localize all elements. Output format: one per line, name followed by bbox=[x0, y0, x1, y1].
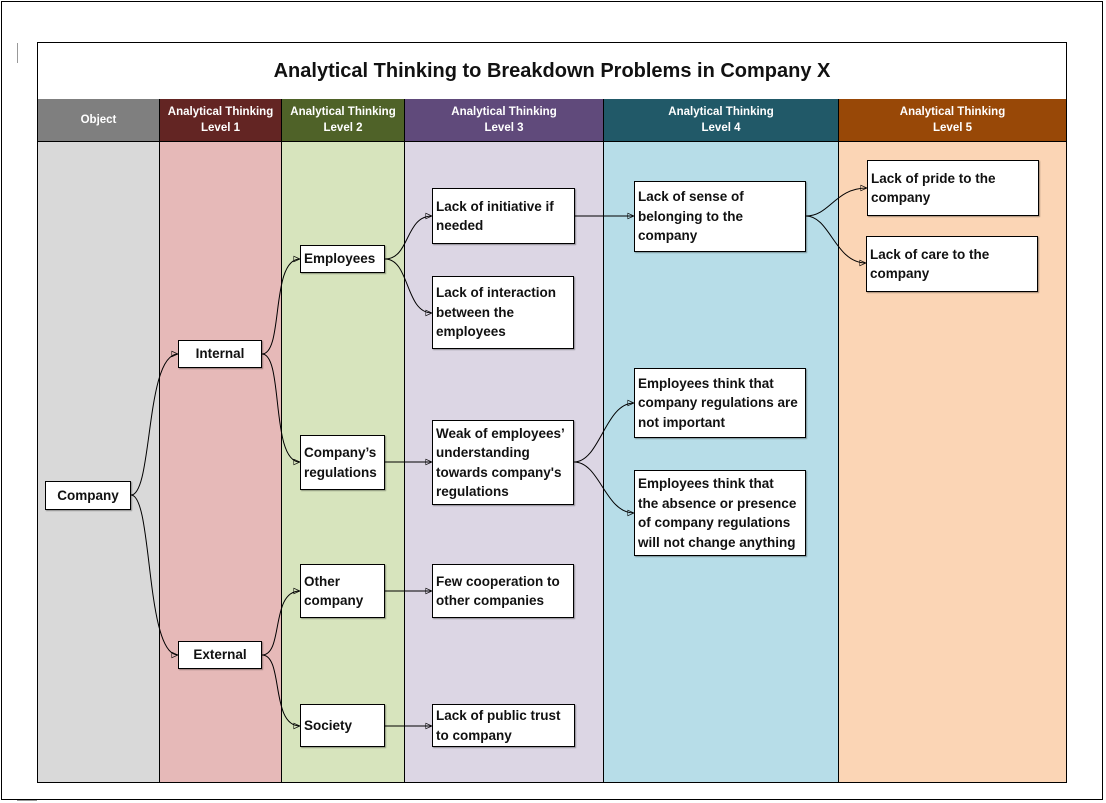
node-lack-interaction: Lack of interaction between the employee… bbox=[432, 276, 574, 349]
node-absence-presence: Employees think that the absence or pres… bbox=[634, 470, 806, 556]
node-weak-understanding: Weak of employees’ understanding towards… bbox=[432, 420, 574, 505]
node-company: Company bbox=[45, 481, 131, 510]
node-few-cooperation: Few cooperation to other companies bbox=[432, 564, 574, 618]
column-header-level-5: Analytical Thinking Level 5 bbox=[839, 99, 1066, 142]
column-object: Object bbox=[38, 99, 160, 782]
column-body-level-1 bbox=[160, 142, 281, 782]
column-level-1: Analytical Thinking Level 1 bbox=[160, 99, 282, 782]
node-society: Society bbox=[300, 704, 385, 747]
column-body-object bbox=[38, 142, 159, 782]
column-header-level-4: Analytical Thinking Level 4 bbox=[604, 99, 838, 142]
node-internal: Internal bbox=[178, 340, 262, 368]
node-other-company: Other company bbox=[300, 564, 385, 618]
crop-mark bbox=[17, 800, 37, 801]
crop-mark bbox=[17, 43, 18, 63]
column-header-level-2: Analytical Thinking Level 2 bbox=[282, 99, 404, 142]
diagram-chart: Analytical Thinking to Breakdown Problem… bbox=[37, 42, 1067, 783]
column-header-level-3: Analytical Thinking Level 3 bbox=[405, 99, 603, 142]
node-lack-care: Lack of care to the company bbox=[866, 236, 1038, 292]
node-lack-initiative: Lack of initiative if needed bbox=[432, 188, 575, 244]
node-external: External bbox=[178, 641, 262, 669]
node-lack-pride: Lack of pride to the company bbox=[867, 160, 1039, 216]
node-regs-not-important: Employees think that company regulations… bbox=[634, 368, 806, 438]
diagram-title: Analytical Thinking to Breakdown Problem… bbox=[38, 43, 1066, 100]
node-regulations: Company’s regulations bbox=[300, 435, 385, 490]
column-header-object: Object bbox=[38, 99, 159, 142]
node-lack-belonging: Lack of sense of belonging to the compan… bbox=[634, 181, 806, 252]
node-lack-public-trust: Lack of public trust to company bbox=[432, 704, 575, 747]
column-header-level-1: Analytical Thinking Level 1 bbox=[160, 99, 281, 142]
node-employees: Employees bbox=[300, 245, 385, 273]
